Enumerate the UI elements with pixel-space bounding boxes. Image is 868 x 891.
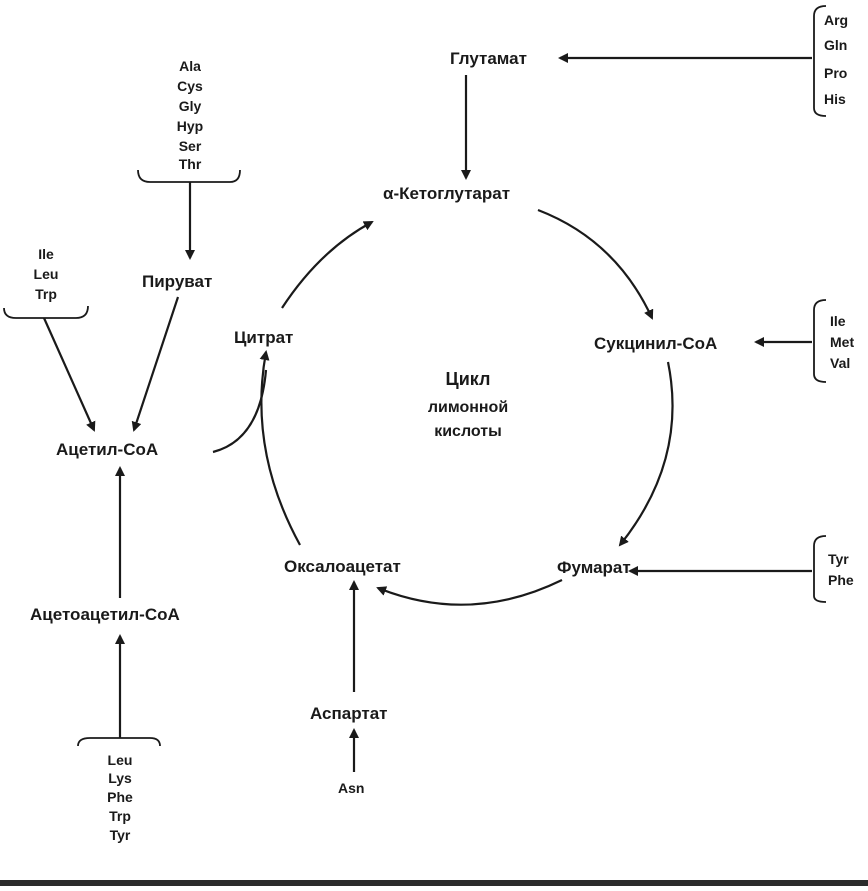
center-label-line-1: Цикл — [446, 369, 491, 389]
amino-acid-label: Ile — [830, 313, 846, 329]
node-acetyl-coa: Ацетил-CoA — [56, 440, 158, 459]
group-succinyl-sources: Ile Met Val — [830, 313, 854, 371]
amino-acid-label: Arg — [824, 12, 848, 28]
arrow-acetyl-to-citrate — [212, 369, 268, 454]
arc-citrate-to-ketoglutarate — [281, 221, 374, 309]
brace-acetyl-sources — [3, 305, 89, 319]
amino-acid-label: Thr — [179, 156, 202, 172]
group-pyruvate-sources: Ala Cys Gly Hyp Ser Thr — [177, 58, 203, 172]
amino-acid-label: Lys — [108, 770, 132, 786]
brace-succinyl-sources — [813, 299, 827, 383]
node-alpha-ketoglutarate: α-Кетоглутарат — [383, 184, 510, 203]
amino-acid-label: Ala — [179, 58, 201, 74]
brace-glutamate-sources — [813, 5, 827, 117]
amino-acid-label: Val — [830, 355, 850, 371]
group-acetyl-sources: Ile Leu Trp — [34, 246, 59, 302]
amino-acid-label: Met — [830, 334, 854, 350]
brace-pyruvate-sources — [137, 169, 241, 183]
arc-succinyl-to-fumarate — [618, 361, 674, 547]
amino-acid-label: Ser — [179, 138, 202, 154]
amino-acid-label: Tyr — [110, 827, 131, 843]
bottom-border — [0, 880, 868, 886]
node-citrate: Цитрат — [234, 328, 293, 347]
amino-acid-label: Trp — [109, 808, 131, 824]
amino-acid-label: Phe — [107, 789, 133, 805]
node-succinyl-coa: Сукцинил-CoA — [594, 334, 717, 353]
brace-acetoacetyl-sources — [77, 737, 161, 747]
arc-ketoglutarate-to-succinyl — [537, 208, 654, 320]
amino-acid-label: Hyp — [177, 118, 203, 134]
amino-acid-label: Tyr — [828, 551, 849, 567]
brace-fumarate-sources — [813, 535, 827, 603]
amino-acid-label: Gln — [824, 37, 847, 53]
center-label-line-2: лимонной — [428, 399, 508, 416]
node-fumarate: Фумарат — [557, 558, 631, 577]
arrow-pyruvate-to-acetyl — [131, 296, 180, 432]
amino-acid-label: Pro — [824, 65, 847, 81]
amino-acid-label: Leu — [34, 266, 59, 282]
arrow-acetyl-sources — [42, 317, 96, 432]
arc-fumarate-to-oxaloacetate — [376, 579, 563, 606]
node-aspartate: Аспартат — [310, 704, 388, 723]
amino-acid-label: Trp — [35, 286, 57, 302]
center-label-line-3: кислоты — [434, 423, 502, 440]
node-pyruvate: Пируват — [142, 272, 212, 291]
amino-acid-label: Leu — [108, 752, 133, 768]
arc-oxaloacetate-to-citrate — [259, 350, 301, 546]
group-fumarate-sources: Tyr Phe — [828, 551, 854, 588]
node-oxaloacetate: Оксалоацетат — [284, 557, 401, 576]
group-glutamate-sources: Arg Gln Pro His — [824, 12, 848, 107]
node-acetoacetyl-coa: Ацетоацетил-CoA — [30, 605, 180, 624]
amino-acid-label: Phe — [828, 572, 854, 588]
amino-acid-label: Cys — [177, 78, 203, 94]
node-asn: Asn — [338, 780, 364, 796]
amino-acid-label: Ile — [38, 246, 54, 262]
group-acetoacetyl-sources: Leu Lys Phe Trp Tyr — [107, 752, 133, 843]
amino-acid-label: His — [824, 91, 846, 107]
node-glutamate: Глутамат — [450, 49, 527, 68]
amino-acid-label: Gly — [179, 98, 202, 114]
